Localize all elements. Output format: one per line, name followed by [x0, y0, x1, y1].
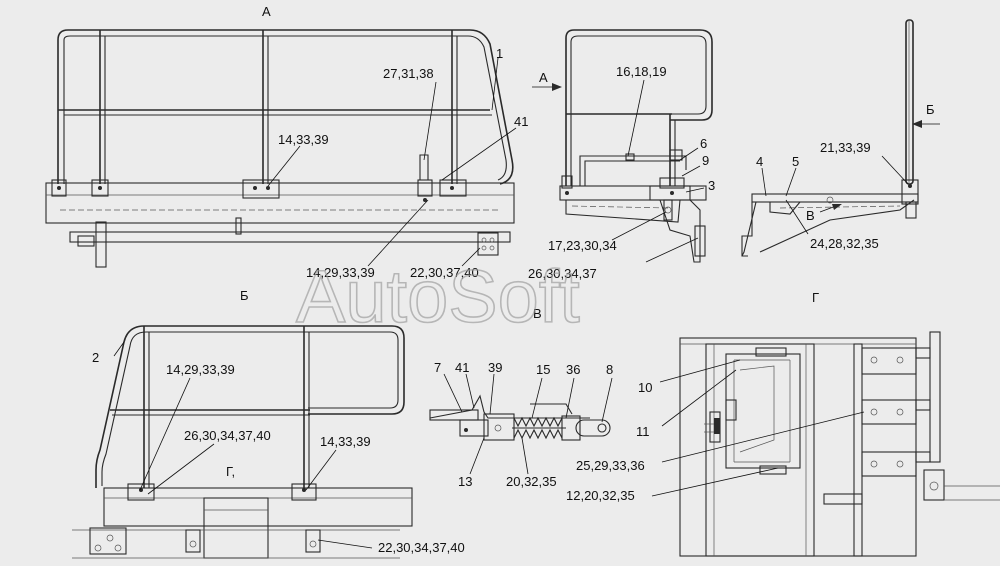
folded-end-view: Б В 21,33,39 4 5 24,28,32,35	[741, 19, 940, 257]
callout-16-18-19: 16,18,19	[616, 64, 667, 79]
view-label-v: В	[533, 306, 542, 321]
view-label-b: Б	[240, 288, 249, 303]
callout-2: 2	[92, 350, 99, 365]
callout-14-33-39-top: 14,33,39	[278, 132, 329, 147]
callout-25-29-33-36: 25,29,33,36	[576, 458, 645, 473]
callout-15: 15	[536, 362, 550, 377]
arrow-b-label: Б	[926, 102, 935, 117]
callout-14-29-33-39-top: 14,29,33,39	[306, 265, 375, 280]
callout-20-32-35: 20,32,35	[506, 474, 557, 489]
callout-14-33-39-b: 14,33,39	[320, 434, 371, 449]
callout-22-30-37-40-top: 22,30,37,40	[410, 265, 479, 280]
callout-17-23-30-34: 17,23,30,34	[548, 238, 617, 253]
end-view-a: А 16,18,19 6 9 3	[528, 29, 715, 281]
callout-9: 9	[702, 153, 709, 168]
callout-24-28-32-35: 24,28,32,35	[810, 236, 879, 251]
callout-6: 6	[700, 136, 707, 151]
callout-5: 5	[792, 154, 799, 169]
view-g: Г	[566, 290, 1000, 557]
arrow-v-label: В	[806, 208, 815, 223]
view-label-g: Г	[812, 290, 819, 305]
callout-27-31-38: 27,31,38	[383, 66, 434, 81]
callout-21-33-39: 21,33,39	[820, 140, 871, 155]
main-side-view: А	[45, 4, 528, 280]
callout-36: 36	[566, 362, 580, 377]
view-b: Б 2 14,29,33,39 26	[72, 288, 465, 559]
callout-12-20-32-35: 12,20,32,35	[566, 488, 635, 503]
callout-22-30-34-37-40: 22,30,34,37,40	[378, 540, 465, 555]
callout-13: 13	[458, 474, 472, 489]
callout-39: 39	[488, 360, 502, 375]
callout-4: 4	[756, 154, 763, 169]
callout-14-29-33-39-b: 14,29,33,39	[166, 362, 235, 377]
callout-41-top: 41	[514, 114, 528, 129]
callout-7: 7	[434, 360, 441, 375]
callout-1: 1	[496, 46, 503, 61]
callout-11: 11	[636, 424, 650, 439]
callout-3: 3	[708, 178, 715, 193]
callout-26-30-34-37-top: 26,30,34,37	[528, 266, 597, 281]
detail-view-v: В 7 41 39 15 36 8 13 20,32,35	[429, 306, 613, 489]
arrow-a-label: А	[539, 70, 548, 85]
callout-10: 10	[638, 380, 652, 395]
callout-26-30-34-37-40: 26,30,34,37,40	[184, 428, 271, 443]
view-label-g1: Г,	[226, 464, 235, 479]
callout-41-v: 41	[455, 360, 469, 375]
watermark: AutoSoft	[296, 255, 580, 338]
callout-8: 8	[606, 362, 613, 377]
view-label-a: А	[262, 4, 271, 19]
